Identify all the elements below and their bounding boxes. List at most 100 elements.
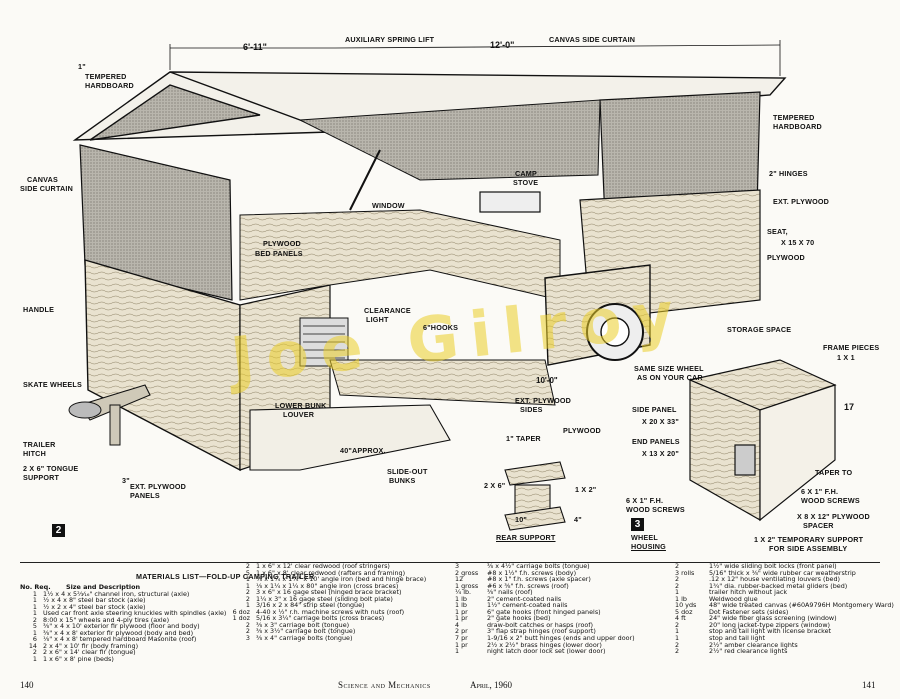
materials-qty: 1 xyxy=(245,581,250,590)
materials-qty: 1 lb xyxy=(455,601,467,610)
label-ten-ft: 10'-0" xyxy=(536,376,558,385)
materials-row: ¼ lb.⅜" nails (roof) xyxy=(455,589,635,596)
label-rear-support: REAR SUPPORT xyxy=(496,533,556,542)
materials-title: MATERIALS LIST—FOLD-UP CAMPING TRAILER xyxy=(136,572,315,581)
materials-description: 2 x 4" x 10' fir (body framing) xyxy=(43,641,139,650)
materials-qty: 3 xyxy=(455,562,460,570)
materials-qty: 2 xyxy=(675,575,680,584)
label-trailer-hitch-2: HITCH xyxy=(23,449,46,458)
dim-12-0: 12'-0" xyxy=(490,40,515,50)
slide-out-bunk xyxy=(249,404,451,471)
materials-description: 1½ x 4 x 5⅔⁄₁₆" channel iron, structural… xyxy=(43,589,190,598)
materials-row: 1 lb Weldwood glue xyxy=(675,596,894,603)
label-tempered-hardboard-right-2: HARDBOARD xyxy=(773,122,822,131)
materials-description: ⅜ x 4½" carriage bolts (tongue) xyxy=(487,562,590,570)
materials-description: ⅜ x 3" carriage bolt (tongue) xyxy=(256,620,350,629)
materials-qty: 10 yds xyxy=(675,601,697,610)
materials-qty: 1 xyxy=(675,588,680,597)
materials-qty: 2 xyxy=(245,594,250,603)
materials-description: Weldwood glue xyxy=(709,594,758,603)
figure-number-2: 2 xyxy=(52,524,65,537)
materials-description: 4-40 x ½" r.h. machine screws with nuts … xyxy=(256,607,405,616)
materials-description: night latch door lock set (lower door) xyxy=(487,647,606,656)
label-skate-wheels: SKATE WHEELS xyxy=(23,380,82,389)
materials-qty: 1 pr xyxy=(455,607,468,616)
materials-qty: 1 xyxy=(32,596,37,605)
materials-col-2: 2 1 x 6" x 12' clear redwood (roof string… xyxy=(232,563,427,642)
label-temp-support-2: FOR SIDE ASSEMBLY xyxy=(769,544,848,553)
trailer-illustration xyxy=(68,40,837,531)
materials-description: ⅜" nails (roof) xyxy=(487,588,533,597)
materials-description: #6 x ⅜" f.h. screws (roof) xyxy=(487,581,569,590)
label-end-panels: END PANELS xyxy=(632,437,680,446)
materials-description: .12 x 12" house ventilating louvers (bed… xyxy=(709,575,841,584)
materials-description: 2½ x 2½" brass hinges (lower door) xyxy=(487,640,602,649)
label-tempered-hardboard-left: TEMPERED xyxy=(85,72,127,81)
label-half-plywood: PLYWOOD xyxy=(563,426,601,435)
materials-qty: 3 rolls xyxy=(675,568,695,577)
label-slide-out-bunks-2: BUNKS xyxy=(389,476,416,485)
header-size: Size and Description xyxy=(66,583,141,591)
materials-description: 2 x 6" x 14' clear fir (tongue) xyxy=(43,648,136,657)
materials-description: 20" long jacket-type zippers (window) xyxy=(709,620,831,629)
materials-row: 2 3 x 6" x 16 gage steel (hinged brace br… xyxy=(232,589,426,596)
materials-description: 8:00 x 15" wheels and 4-ply tires (axle) xyxy=(43,615,170,624)
materials-description: 1-9/16 x 2" butt hinges (ends and upper … xyxy=(487,634,635,643)
label-ext-plywood-panels-2: PANELS xyxy=(130,491,160,500)
label-canvas-side-curtain-top: CANVAS SIDE CURTAIN xyxy=(549,35,636,44)
materials-qty: 1 xyxy=(675,634,680,643)
materials-qty: 2 xyxy=(675,562,680,570)
figure-number-3: 3 xyxy=(631,518,644,531)
materials-qty: 2 xyxy=(675,647,680,656)
materials-description: ⅜ x 3½" carriage bolt (tongue) xyxy=(256,627,356,636)
materials-qty: 1 xyxy=(32,609,37,618)
materials-qty: 2 xyxy=(245,588,250,597)
label-frame-pieces: FRAME PIECES xyxy=(823,343,880,352)
label-ext-plywood-panels: EXT. PLYWOOD xyxy=(130,482,187,491)
materials-description: Dot Fastener sets (sides) xyxy=(709,607,789,616)
label-tongue-support: 2 X 6" TONGUE xyxy=(23,464,79,473)
materials-description: ⅛" x 4 x 8' tempered hardboard Masonite … xyxy=(43,635,197,644)
materials-qty: 1 xyxy=(32,655,37,664)
label-two-hinges: 2" HINGES xyxy=(769,169,808,178)
label-handle: HANDLE xyxy=(23,305,55,314)
page-number-left: 140 xyxy=(20,680,34,690)
label-tempered-hardboard-right: TEMPERED xyxy=(773,113,815,122)
materials-description: 24" wide fiber glass screening (window) xyxy=(709,614,837,623)
materials-qty: 1 pr xyxy=(455,614,468,623)
label-canvas-left: CANVAS xyxy=(27,175,59,184)
materials-qty: 1 lb xyxy=(455,594,467,603)
label-ext-plywood-panels-frac: 3" xyxy=(122,476,130,485)
materials-qty: 6 doz xyxy=(232,607,250,616)
label-end-panels-2: X 13 X 20" xyxy=(642,449,679,458)
materials-description: 1 x 6" x 12' clear redwood (roof stringe… xyxy=(256,562,390,570)
publication-date: April, 1960 xyxy=(470,680,513,690)
label-seat-2: X 15 X 70 xyxy=(781,238,815,247)
materials-qty: 2 xyxy=(32,648,37,657)
label-same-size-wheel-2: AS ON YOUR CAR xyxy=(637,373,703,382)
materials-qty: 2 xyxy=(675,620,680,629)
label-tempered-hardboard-left-2: HARDBOARD xyxy=(85,81,134,90)
materials-description: 3 x 6" x 16 gage steel (hinged brace bra… xyxy=(256,588,402,597)
materials-description: 1½" wide sliding bolt locks (front panel… xyxy=(709,562,837,570)
materials-qty: 1 lb xyxy=(675,594,687,603)
materials-row: 2 2 x 6" x 14' clear fir (tongue) xyxy=(20,649,366,656)
